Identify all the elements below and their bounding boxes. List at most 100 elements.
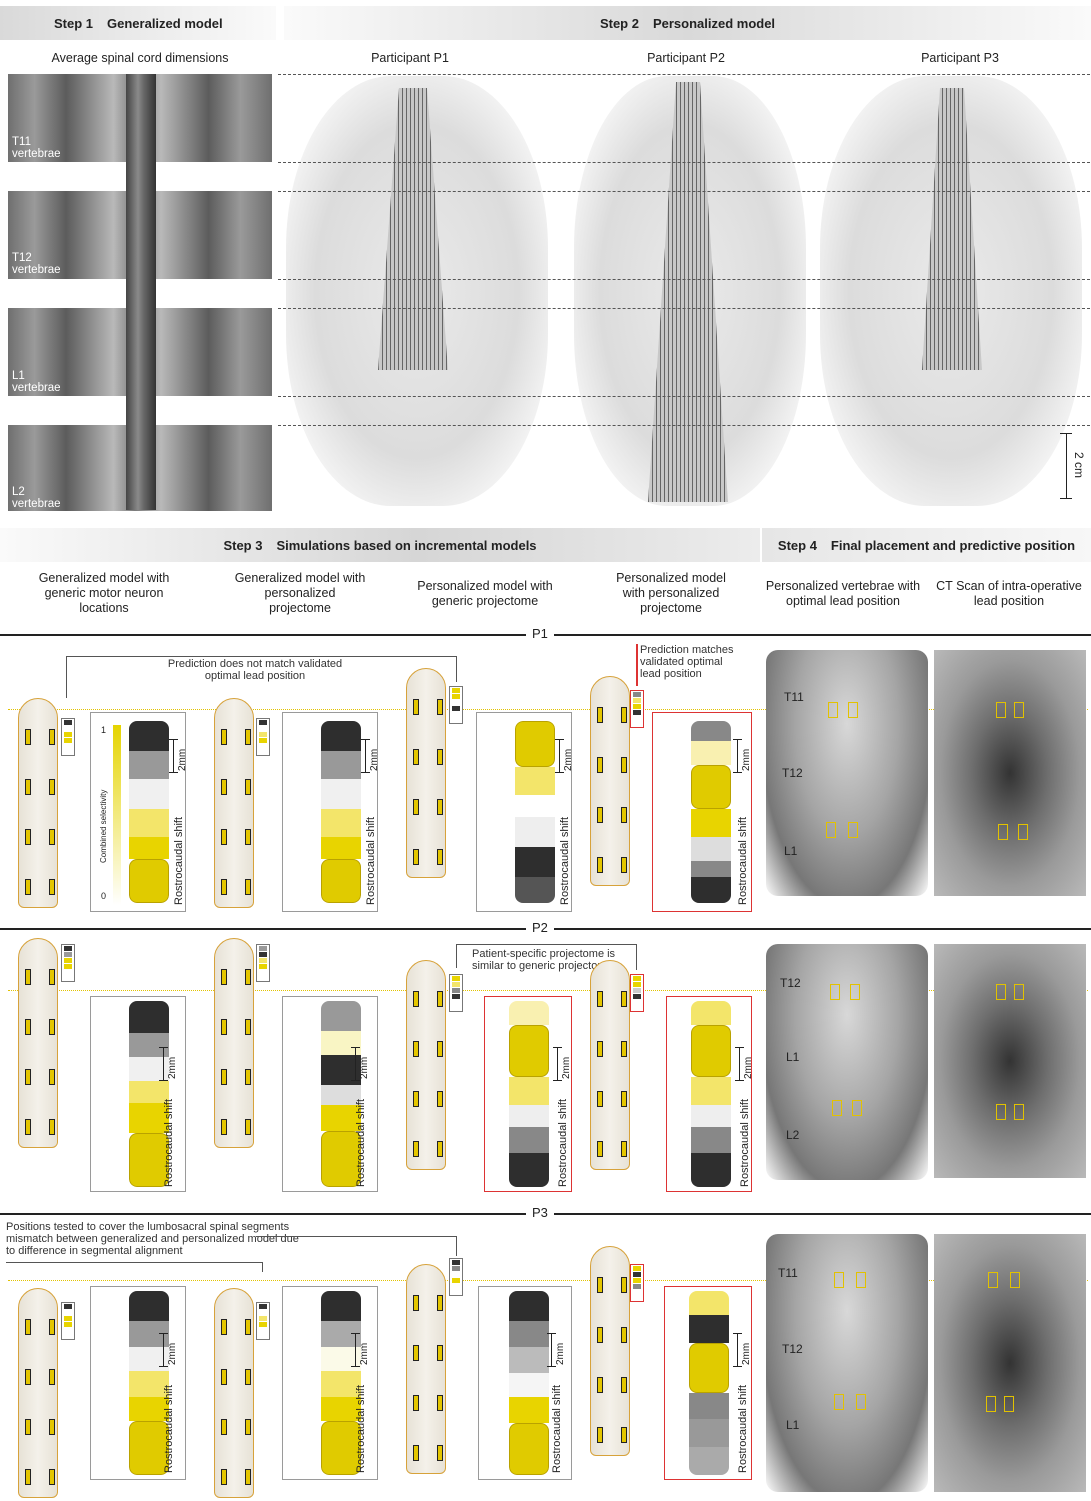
scale-2mm bbox=[739, 1047, 740, 1081]
step1-bar: Step 1 Generalized model bbox=[0, 6, 276, 40]
electrode-contact bbox=[49, 1369, 55, 1385]
p3-lead-col1 bbox=[18, 1288, 58, 1498]
p1-ct-scan bbox=[934, 650, 1086, 896]
p1-mini-indicator bbox=[256, 718, 270, 756]
electrode-contact bbox=[49, 1419, 55, 1435]
electrode-contact bbox=[597, 707, 603, 723]
scale-label: 2mm bbox=[177, 749, 188, 771]
p3-panel-col3: 2mm Rostrocaudal shift bbox=[478, 1286, 572, 1480]
electrode-contact bbox=[437, 991, 443, 1007]
lead-contact-marker bbox=[850, 984, 860, 1000]
electrode-contact bbox=[49, 1119, 55, 1135]
electrode-contact bbox=[413, 749, 419, 765]
electrode-contact bbox=[245, 1419, 251, 1435]
p2-lead-col2 bbox=[214, 938, 254, 1148]
electrode-contact bbox=[221, 1319, 227, 1335]
p2-level-l1: L1 bbox=[786, 1050, 799, 1064]
electrode-contact bbox=[413, 1091, 419, 1107]
p3-annotation-line bbox=[6, 1262, 262, 1263]
electrode-contact bbox=[245, 1019, 251, 1035]
electrode-contact bbox=[221, 1419, 227, 1435]
p1-annotation-arrow bbox=[66, 656, 67, 698]
ct-lead-marker bbox=[996, 702, 1006, 718]
electrode-contact bbox=[245, 879, 251, 895]
dashed-guide bbox=[278, 162, 1090, 163]
electrode-contact bbox=[597, 991, 603, 1007]
electrode-contact bbox=[621, 1377, 627, 1393]
selectivity-strip bbox=[321, 721, 361, 903]
lead-contact-marker bbox=[852, 1100, 862, 1116]
p1-level-l1: L1 bbox=[784, 844, 797, 858]
electrode-contact bbox=[437, 1295, 443, 1311]
axis-label: Rostrocaudal shift bbox=[355, 1099, 367, 1187]
electrode-contact bbox=[437, 1395, 443, 1411]
electrode-contact bbox=[49, 729, 55, 745]
ct-lead-marker bbox=[988, 1272, 998, 1288]
p1-lead-col2 bbox=[214, 698, 254, 908]
step3-col2-header: Generalized model with personalized proj… bbox=[232, 571, 368, 616]
electrode-contact bbox=[245, 1069, 251, 1085]
electrode-contact bbox=[597, 1427, 603, 1443]
electrode-contact bbox=[25, 1119, 31, 1135]
dashed-guide bbox=[278, 74, 1090, 75]
p1-label: P1 bbox=[526, 626, 554, 641]
scale-label: 2mm bbox=[743, 1057, 754, 1079]
electrode-contact bbox=[437, 799, 443, 815]
ct-lead-marker bbox=[1014, 702, 1024, 718]
step4-title: Final placement and predictive position bbox=[831, 538, 1075, 553]
step4-col2-header: CT Scan of intra-operative lead position bbox=[936, 579, 1082, 609]
p2-mini-indicator bbox=[61, 944, 75, 982]
dashed-guide bbox=[278, 425, 1090, 426]
electrode-contact bbox=[49, 1019, 55, 1035]
scale-label: 2mm bbox=[359, 1057, 370, 1079]
electrode-contact bbox=[245, 1369, 251, 1385]
p2-annotation-arrow bbox=[456, 944, 457, 968]
lead-contact-marker bbox=[848, 822, 858, 838]
scale-label: 2mm bbox=[561, 1057, 572, 1079]
electrode-contact bbox=[413, 799, 419, 815]
electrode-contact bbox=[621, 807, 627, 823]
scale-label: 2mm bbox=[167, 1057, 178, 1079]
p1-red-arrow bbox=[636, 644, 638, 686]
p1-lead-col1 bbox=[18, 698, 58, 908]
axis-label: Rostrocaudal shift bbox=[557, 1099, 569, 1187]
ct-lead-marker bbox=[1014, 984, 1024, 1000]
electrode-contact bbox=[25, 1069, 31, 1085]
p3-annotation-line bbox=[256, 1236, 456, 1237]
participant-p1-header: Participant P1 bbox=[330, 51, 490, 66]
colorbar bbox=[113, 725, 121, 905]
lead-contact-marker bbox=[834, 1394, 844, 1410]
electrode-contact bbox=[221, 779, 227, 795]
electrode-contact bbox=[437, 749, 443, 765]
p3-note: Positions tested to cover the lumbosacra… bbox=[6, 1221, 306, 1257]
step1-header: Average spinal cord dimensions bbox=[8, 51, 272, 66]
scale-2mm bbox=[737, 739, 738, 773]
ct-lead-marker bbox=[986, 1396, 996, 1412]
scale-2mm bbox=[173, 739, 174, 773]
electrode-contact bbox=[597, 1277, 603, 1293]
electrode-contact bbox=[245, 969, 251, 985]
electrode-contact bbox=[49, 1069, 55, 1085]
step1-number: Step 1 bbox=[54, 16, 93, 31]
p3-mini-indicator bbox=[449, 1258, 463, 1296]
electrode-contact bbox=[245, 1469, 251, 1485]
scale-label: 2mm bbox=[369, 749, 380, 771]
electrode-contact bbox=[437, 1445, 443, 1461]
dashed-guide bbox=[278, 396, 1090, 397]
p1-panel-col2: 2mm Rostrocaudal shift bbox=[282, 712, 378, 912]
p3-level-t12: T12 bbox=[782, 1342, 803, 1356]
p1-note-match: Prediction matches validated optimal lea… bbox=[640, 644, 740, 680]
step2-number: Step 2 bbox=[600, 16, 639, 31]
electrode-contact bbox=[49, 1469, 55, 1485]
ct-lead-marker bbox=[1018, 824, 1028, 840]
electrode-contact bbox=[597, 1141, 603, 1157]
p1-level-t11: T11 bbox=[784, 690, 804, 704]
electrode-contact bbox=[621, 1041, 627, 1057]
electrode-contact bbox=[437, 1041, 443, 1057]
axis-label: Rostrocaudal shift bbox=[355, 1385, 367, 1473]
ct-lead-marker bbox=[1010, 1272, 1020, 1288]
p3-mini-indicator bbox=[256, 1302, 270, 1340]
